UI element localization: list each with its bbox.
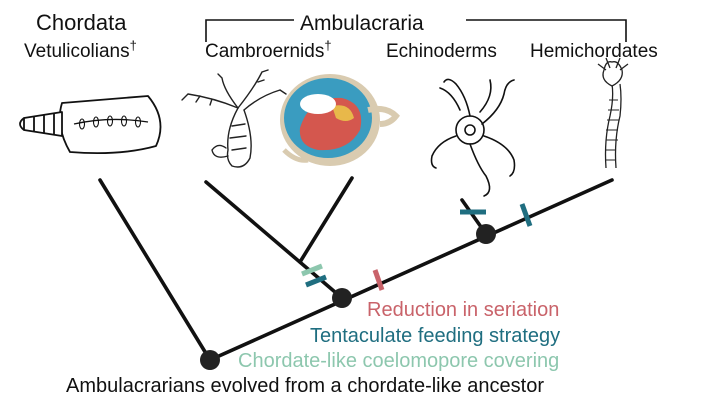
branch-ambulacraria-stem	[208, 178, 614, 362]
vetulicolian-illustration	[19, 95, 162, 155]
legend-tentaculate-feeding-strategy: Tentaculate feeding strategy	[310, 325, 560, 347]
cambroernid-sketch-illustration	[181, 69, 287, 168]
taxon-label-echinoderms: Echinoderms	[386, 41, 497, 62]
character-marks	[301, 203, 533, 291]
mark-coelomopore	[301, 263, 323, 277]
mark-tentaculate-stem	[519, 203, 533, 227]
taxon-label-cambroernids: Cambroernids†	[205, 38, 332, 62]
tree-nodes	[200, 224, 496, 370]
cambroernid-fossil-illustration	[280, 74, 400, 166]
legend-coelomopore-covering: Chordate-like coelomopore covering	[238, 350, 559, 372]
node-root	[200, 350, 220, 370]
group-label-chordata: Chordata	[36, 10, 127, 35]
legend-reduction-in-seriation: Reduction in seriation	[367, 299, 559, 321]
taxon-label-hemichordates: Hemichordates	[530, 41, 658, 62]
node-echinoderm-hemichordate	[476, 224, 496, 244]
caption: Ambulacrarians evolved from a chordate-l…	[66, 375, 544, 397]
branch-cambroernid-fossil	[298, 176, 354, 264]
group-label-ambulacraria: Ambulacraria	[300, 12, 424, 35]
mark-reduction	[372, 269, 385, 291]
branch-vetulicolians	[98, 178, 212, 362]
echinoderm-illustration	[430, 78, 516, 197]
node-ambulacraria	[332, 288, 352, 308]
ambulacraria-bracket	[205, 19, 627, 42]
hemichordate-illustration	[597, 57, 629, 169]
taxon-label-vetulicolians: Vetulicolians†	[24, 38, 137, 62]
mark-tentaculate-sketch	[305, 274, 327, 288]
